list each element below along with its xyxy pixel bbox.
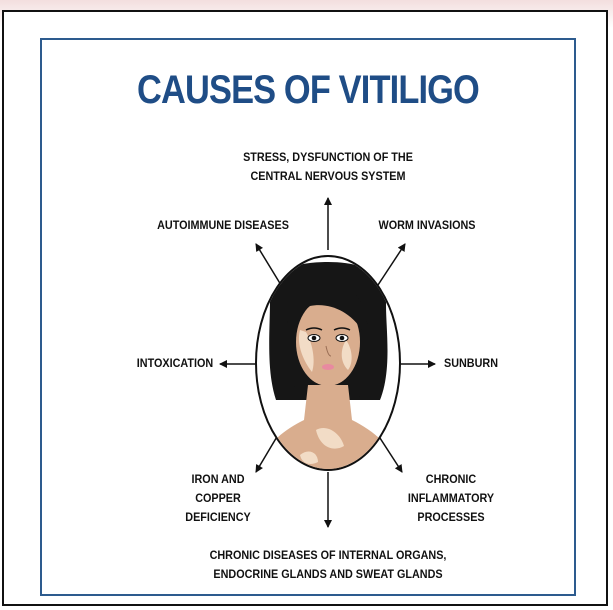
arrow-top-right [378, 244, 405, 285]
cause-chronic-diseases: CHRONIC DISEASES OF INTERNAL ORGANS, END… [202, 546, 454, 584]
cause-autoimmune: AUTOIMMUNE DISEASES [156, 216, 291, 235]
cause-inflammatory-line-1: CHRONIC [402, 470, 501, 489]
cause-inflammatory-line-3: PROCESSES [402, 508, 501, 527]
arrow-top-left [256, 244, 281, 285]
cause-chronic-line-1: CHRONIC DISEASES OF INTERNAL ORGANS, [202, 546, 454, 565]
arrow-bottom-left [256, 435, 278, 472]
cause-iron-line-1: IRON AND [182, 470, 254, 489]
cause-intoxication: INTOXICATION [135, 354, 216, 373]
cause-stress-line-2: CENTRAL NERVOUS SYSTEM [229, 167, 427, 186]
woman-face-illustration [256, 256, 400, 470]
cause-iron-line-3: DEFICIENCY [182, 508, 254, 527]
cause-stress-line-1: STRESS, DYSFUNCTION OF THE [229, 148, 427, 167]
cause-sunburn: SUNBURN [440, 354, 503, 373]
cause-chronic-line-2: ENDOCRINE GLANDS AND SWEAT GLANDS [202, 565, 454, 584]
cause-stress: STRESS, DYSFUNCTION OF THE CENTRAL NERVO… [229, 148, 427, 186]
cause-chronic-inflammatory: CHRONIC INFLAMMATORY PROCESSES [402, 470, 501, 527]
cause-inflammatory-line-2: INFLAMMATORY [402, 489, 501, 508]
cause-iron-copper: IRON AND COPPER DEFICIENCY [182, 470, 254, 527]
arrow-bottom-right [378, 435, 402, 472]
cause-worm-invasions: WORM INVASIONS [369, 216, 486, 235]
cause-iron-line-2: COPPER [182, 489, 254, 508]
